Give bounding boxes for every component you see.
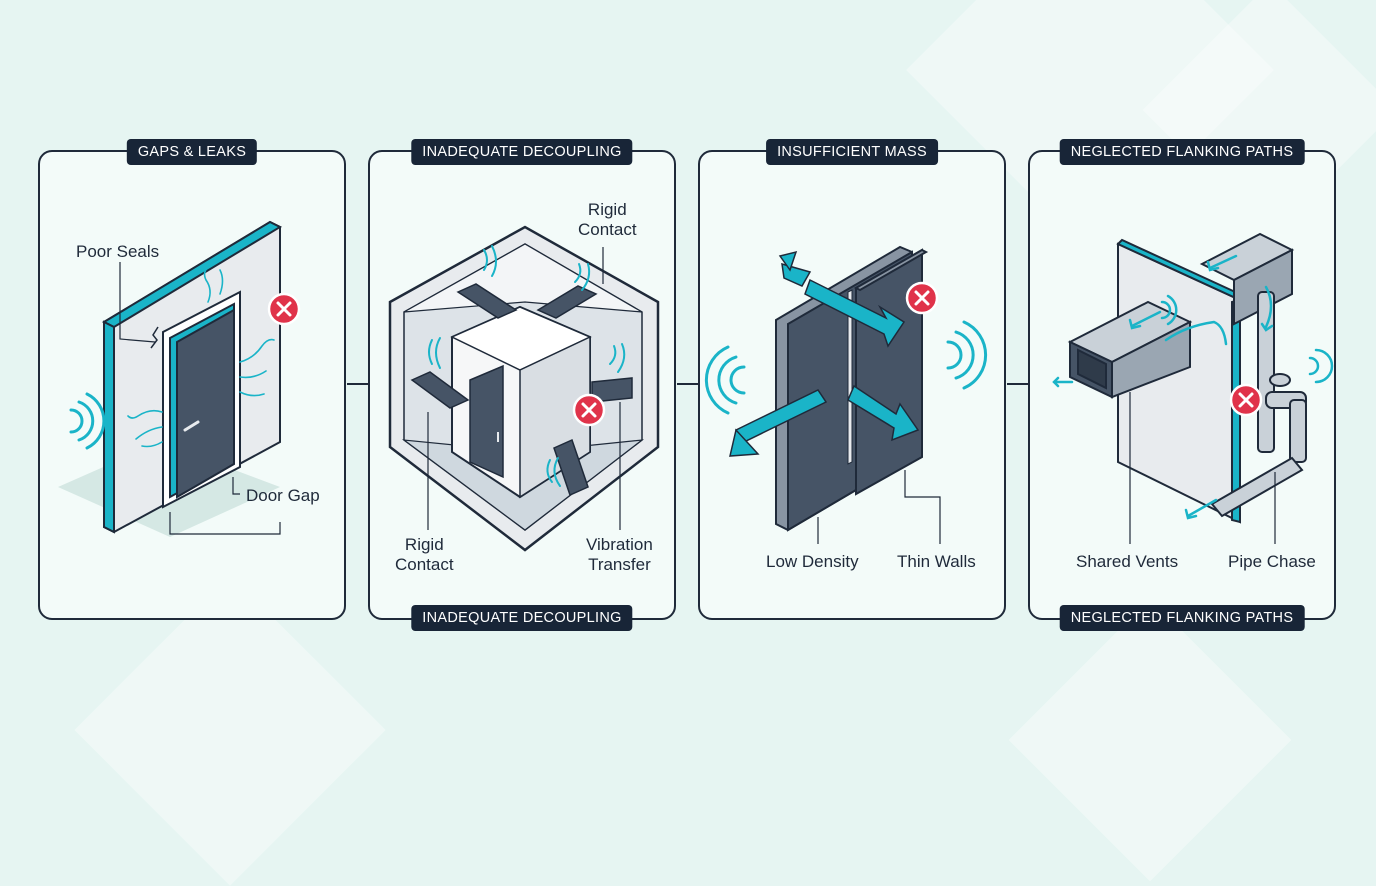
callout-vibration-transfer: Vibration Transfer — [586, 535, 653, 574]
callout-thin-walls: Thin Walls — [897, 552, 976, 571]
panel-title: INADEQUATE DECOUPLING — [411, 139, 633, 165]
wall-panel-icon — [775, 245, 929, 532]
callout-rigid-contact-bottom: Rigid Contact — [395, 535, 454, 574]
pipe-icon — [1210, 291, 1307, 518]
panel-connector — [1007, 383, 1029, 385]
panel-insufficient-mass: INSUFFICIENT MASS Low Density Thin Walls — [698, 139, 1006, 620]
sound-wave-icon — [69, 392, 106, 450]
callout-leader-lines — [1129, 392, 1276, 544]
door-icon — [162, 290, 241, 509]
decoupling-illustration — [388, 225, 660, 552]
panel-connector — [677, 383, 699, 385]
callout-leader-lines — [817, 470, 941, 544]
rigid-beam-icon — [410, 283, 633, 497]
callout-poor-seals: Poor Seals — [76, 242, 160, 261]
warning-x-icon — [905, 281, 939, 315]
callout-leader-lines — [119, 262, 281, 535]
arrow-icon — [729, 250, 920, 457]
panel-title: GAPS & LEAKS — [126, 139, 258, 165]
panel-gaps-leaks: GAPS & LEAKS Poor Seals Door Gap — [38, 139, 346, 620]
callout-pipe-chase: Pipe Chase — [1228, 552, 1316, 571]
callout-shared-vents: Shared Vents — [1076, 552, 1179, 571]
warning-x-icon — [1229, 383, 1263, 417]
warning-x-icon — [267, 292, 301, 326]
panel-title: NEGLECTED FLANKING PATHS — [1059, 139, 1305, 165]
leak-lines — [127, 265, 275, 448]
panel-bottom-title: NEGLECTED FLANKING PATHS — [1059, 605, 1305, 631]
leak-arrows — [1052, 254, 1274, 520]
callout-rigid-contact-top: Rigid Contact — [578, 200, 637, 239]
flanking-paths-illustration — [1052, 232, 1334, 544]
panel-title: INSUFFICIENT MASS — [766, 139, 938, 165]
crack-icon — [150, 326, 159, 349]
callout-door-gap: Door Gap — [246, 486, 320, 505]
sound-wave-icon — [704, 320, 988, 415]
warning-x-icon — [572, 393, 606, 427]
duct-icon — [1067, 232, 1295, 399]
panel-connector — [347, 383, 369, 385]
panel-neglected-flanking-paths: NEGLECTED FLANKING PATHS Shared Vents Pi… — [1028, 139, 1336, 631]
callout-low-density: Low Density — [766, 552, 859, 571]
background-shape — [1008, 598, 1292, 882]
vibration-icon — [428, 245, 626, 487]
panel-bottom-title: INADEQUATE DECOUPLING — [411, 605, 633, 631]
sound-wave-icon — [1160, 294, 1334, 384]
gaps-leaks-illustration — [58, 220, 301, 537]
panel-inadequate-decoupling: INADEQUATE DECOUPLING Rigid Contact Rigi… — [368, 139, 676, 631]
insufficient-mass-illustration — [704, 245, 988, 544]
callout-leader-lines — [427, 247, 621, 530]
